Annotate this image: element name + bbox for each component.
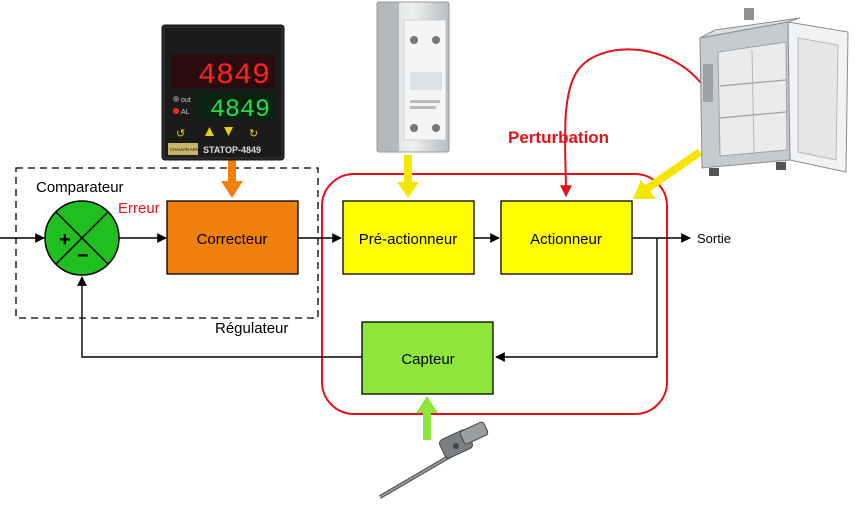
yellow-arrow-relay (397, 155, 419, 198)
rotate-right-icon: ↻ (249, 128, 258, 140)
capteur-block (361, 321, 494, 395)
minus-sign: − (77, 245, 89, 267)
plus-sign: + (59, 229, 71, 251)
perturbation-label: Perturbation (508, 128, 609, 147)
correcteur-block (166, 200, 299, 275)
actionneur-block (500, 200, 633, 275)
process-boundary (321, 173, 668, 415)
summing-junction (44, 200, 120, 276)
feedback-to-capteur (495, 238, 658, 362)
capteur-label: Capteur (401, 351, 454, 368)
erreur-label: Erreur (118, 200, 160, 217)
comparateur-label: Comparateur (36, 179, 124, 196)
yellow-arrow-oven (633, 148, 703, 199)
correcteur-label: Correcteur (197, 231, 268, 248)
relay-device-image (376, 1, 450, 153)
model-label: STATOP-4849 (203, 145, 261, 155)
rotate-left-icon: ↺ (176, 128, 185, 140)
display-bottom: 4849 (210, 95, 270, 124)
led-out-label: out (181, 97, 191, 104)
regulateur-label: Régulateur (215, 320, 288, 337)
actionneur-label: Actionneur (530, 231, 602, 248)
green-arrow-sensor (416, 396, 438, 440)
regulateur-boundary (15, 167, 319, 319)
orange-arrow (221, 160, 243, 198)
temperature-sensor-image (378, 421, 489, 499)
led-al-label: AL (181, 109, 190, 116)
preactionneur-label: Pré-actionneur (359, 231, 457, 248)
arrow-up-icon (205, 127, 214, 136)
display-top: 4849 (198, 59, 270, 93)
arrow-down-icon (224, 127, 233, 136)
sortie-label: Sortie (697, 231, 731, 246)
controller-device-image: 4849 4849 out AL ↺ ↻ CHAUVIN ARNOUX STAT… (161, 24, 285, 161)
perturbation-arrow (559, 48, 706, 198)
feedback-to-comparateur (77, 276, 362, 358)
preactionneur-block (342, 200, 475, 275)
oven-image (699, 8, 849, 176)
brand-label: CHAUVIN ARNOUX (170, 147, 208, 152)
